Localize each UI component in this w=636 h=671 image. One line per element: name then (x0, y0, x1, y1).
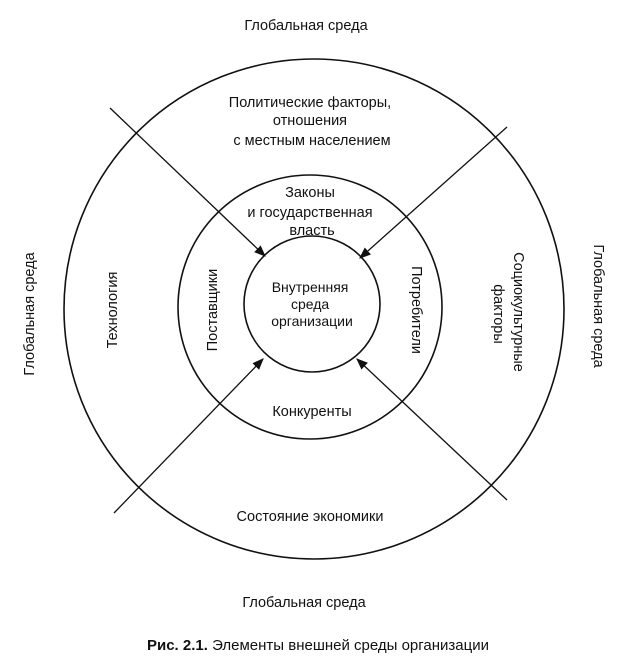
global-env-left: Глобальная среда (22, 251, 38, 375)
laws-label: Законы и государственная власть (247, 185, 376, 239)
figure-number: Рис. 2.1. (146, 637, 208, 654)
technology-label: Технология (105, 272, 121, 349)
arrow-top-right (359, 126, 508, 259)
arrow-bottom-left (113, 358, 264, 514)
middle-ring (177, 174, 443, 440)
consumers-label: Потребители (408, 266, 424, 354)
internal-environment-label: Внутренняя среда организации (271, 279, 353, 329)
global-env-bottom: Глобальная среда (242, 595, 366, 611)
global-env-right: Глобальная среда (590, 244, 606, 368)
global-env-top: Глобальная среда (244, 18, 368, 34)
economy-label: Состояние экономики (237, 509, 384, 525)
core-circle (243, 235, 381, 373)
suppliers-label: Поставщики (205, 269, 221, 351)
political-factors-label: Политические факторы, отношения с местны… (229, 95, 395, 149)
arrow-top-left (109, 107, 266, 257)
figure-caption: Рис. 2.1. Элементы внешней среды организ… (0, 637, 636, 654)
outer-ring (63, 58, 565, 560)
competitors-label: Конкуренты (272, 404, 351, 420)
figure-title: Элементы внешней среды организации (212, 637, 489, 654)
arrow-bottom-right (356, 358, 508, 501)
sociocultural-label: Социокультурные факторы (490, 252, 526, 376)
